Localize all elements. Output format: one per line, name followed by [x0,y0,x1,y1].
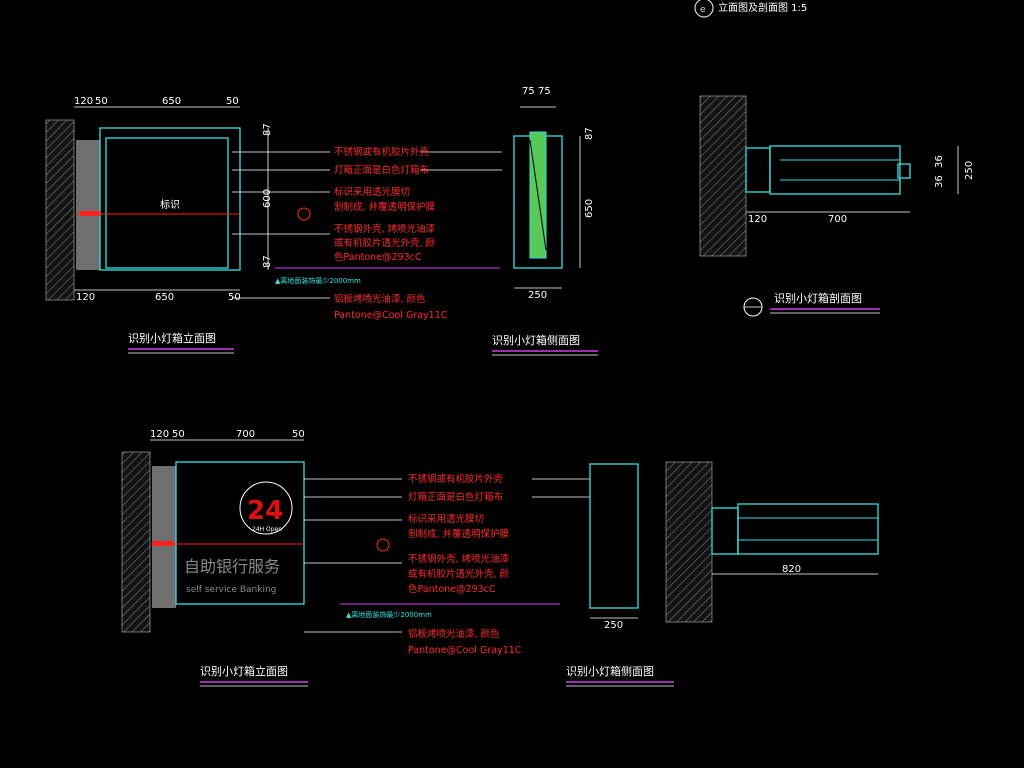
note-8: 铝板烤喷光油漆, 颜色 [334,293,426,305]
floor-note: ▲离地面装饰最少2000mm [346,610,432,619]
drawing-title: 立面图及剖面图 1:5 [718,1,807,14]
note-4: 割制成, 并覆透明保护膜 [408,528,510,540]
bottom-elevation-view: 24 24H Open 自助银行服务 self service Banking … [121,429,590,687]
section-body [769,145,901,195]
dim-right-1: 87 [262,123,273,136]
section-dim-right-1: 250 [964,161,975,180]
dim-top-4: 50 [226,96,239,107]
section-marker [297,207,311,221]
axis-marker [152,541,174,546]
note-5: 不锈钢外壳, 烤喷光油漆 [408,553,510,565]
dim-top-2: 50 [95,96,108,107]
note-3: 标识采用透光膜切 [408,513,484,525]
note-1: 不锈钢或有机胶片外壳 [408,473,504,485]
wall-hatch [699,95,747,257]
dim-top-3: 650 [162,96,181,107]
lightbox-outline [175,461,305,605]
view-title: 识别小灯箱剖面图 [774,291,862,305]
side-dim-right-2: 650 [584,199,595,218]
note-2: 灯箱正面是白色灯箱布 [408,491,503,503]
leader-lines [304,478,590,633]
note-4: 割制成, 并覆透明保护膜 [334,201,436,213]
top-side-view: 75 75 87 650 250 识别小灯箱侧面图 [492,86,598,356]
wall-hatch [45,119,75,301]
mounting-plate [152,466,176,608]
note-7: 色Pantone@293cC [334,251,422,263]
lightbox-outline [99,127,241,271]
section-dim-right-3: 36 [934,175,945,188]
leader-lines [232,151,502,299]
section-marker [376,538,390,552]
section-body [737,503,879,555]
note-3: 标识采用透光膜切 [334,186,410,198]
badge-number: 24 [247,496,283,526]
view-title: 识别小灯箱立面图 [200,664,288,678]
axis-marker [80,211,100,216]
note-1: 不锈钢或有机胶片外壳 [334,146,430,158]
view-title: 识别小灯箱侧面图 [566,664,654,678]
svg-text:e: e [700,5,706,15]
dim-top-2: 50 [172,429,185,440]
side-dim-right-1: 87 [584,127,595,140]
logo-icon [694,0,714,18]
wall-hatch [665,461,713,623]
side-dim-bottom: 250 [604,620,623,631]
side-dim-top-2: 75 [538,86,551,97]
bottom-section-view: 820 [665,461,879,623]
mounting-plate [76,140,100,270]
side-dim-top-1: 75 [522,86,535,97]
dim-top-1: 120 [150,429,169,440]
badge-outline [239,481,293,535]
floor-note: ▲离地面装饰最少2000mm [275,276,361,285]
section-dim-bottom-1: 120 [748,214,767,225]
sign-text-en: self service Banking [186,585,276,595]
note-8: 铝板烤喷光油漆, 颜色 [408,628,500,640]
section-dim-bottom-2: 700 [828,214,847,225]
section-plate [711,507,739,555]
dim-top-1: 120 [74,96,93,107]
dim-top-4: 50 [292,429,305,440]
note-2: 灯箱正面是白色灯箱布 [334,164,429,176]
dim-right-3: 87 [262,255,273,268]
side-outline [589,463,639,609]
note-6: 或有机胶片透光外壳, 颜 [408,568,510,580]
dim-bottom-2: 650 [155,292,174,303]
side-dim-bottom: 250 [528,290,547,301]
note-7: 色Pantone@293cC [408,583,496,595]
section-dim-bottom: 820 [782,564,801,575]
header-logo: e [694,0,714,18]
dim-top-3: 700 [236,429,255,440]
bottom-side-view: 250 识别小灯箱侧面图 [566,463,674,687]
dim-right-2: 600 [262,189,273,208]
section-plate [745,147,771,193]
lightbox-face [105,137,229,269]
dim-bottom-1: 120 [76,292,95,303]
dim-bottom-3: 50 [228,292,241,303]
note-9: Pantone@Cool Gray11C [408,645,522,656]
wall-hatch [121,451,151,633]
badge-sub: 24H Open [252,526,282,533]
note-9: Pantone@Cool Gray11C [334,310,448,321]
inner-label: 标识 [160,199,180,211]
top-elevation-view: 标识 120 50 650 50 120 650 50 87 600 87 ▲离… [45,96,502,354]
sign-text-cn: 自助银行服务 [184,557,280,576]
top-section-view: 120 700 250 36 36 识别小灯箱剖面图 [699,95,975,317]
note-6: 或有机胶片透光外壳, 颜 [334,237,436,249]
section-dim-right-2: 36 [934,155,945,168]
view-title: 识别小灯箱侧面图 [492,333,580,347]
note-5: 不锈钢外壳, 烤喷光油漆 [334,223,436,235]
view-title: 识别小灯箱立面图 [128,331,216,345]
